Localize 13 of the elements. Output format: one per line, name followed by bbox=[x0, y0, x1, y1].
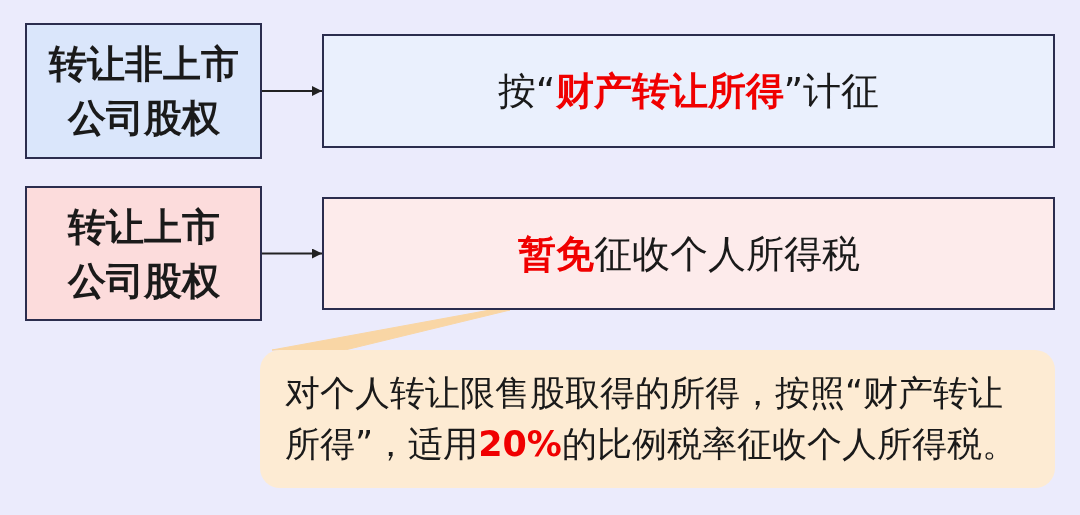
arrow bbox=[261, 86, 323, 96]
callout-box bbox=[260, 350, 1055, 488]
box-label: 转让上市公司股权 bbox=[66, 203, 221, 305]
result-box bbox=[322, 34, 1055, 148]
callout-pointer bbox=[271, 309, 511, 351]
category-box bbox=[25, 23, 262, 159]
arrow bbox=[261, 248, 323, 259]
result-box bbox=[322, 197, 1055, 310]
note-text: 对个人转让限售股取得的所得，按照“财产转让所得”，适用20%的比例税率征收个人所得税。 bbox=[285, 372, 1018, 466]
box-label: 按“财产转让所得”计征 bbox=[496, 68, 881, 115]
box-label: 暂免征收个人所得税 bbox=[516, 230, 861, 278]
box-label: 转让非上市公司股权 bbox=[47, 41, 240, 142]
category-box bbox=[25, 186, 262, 321]
